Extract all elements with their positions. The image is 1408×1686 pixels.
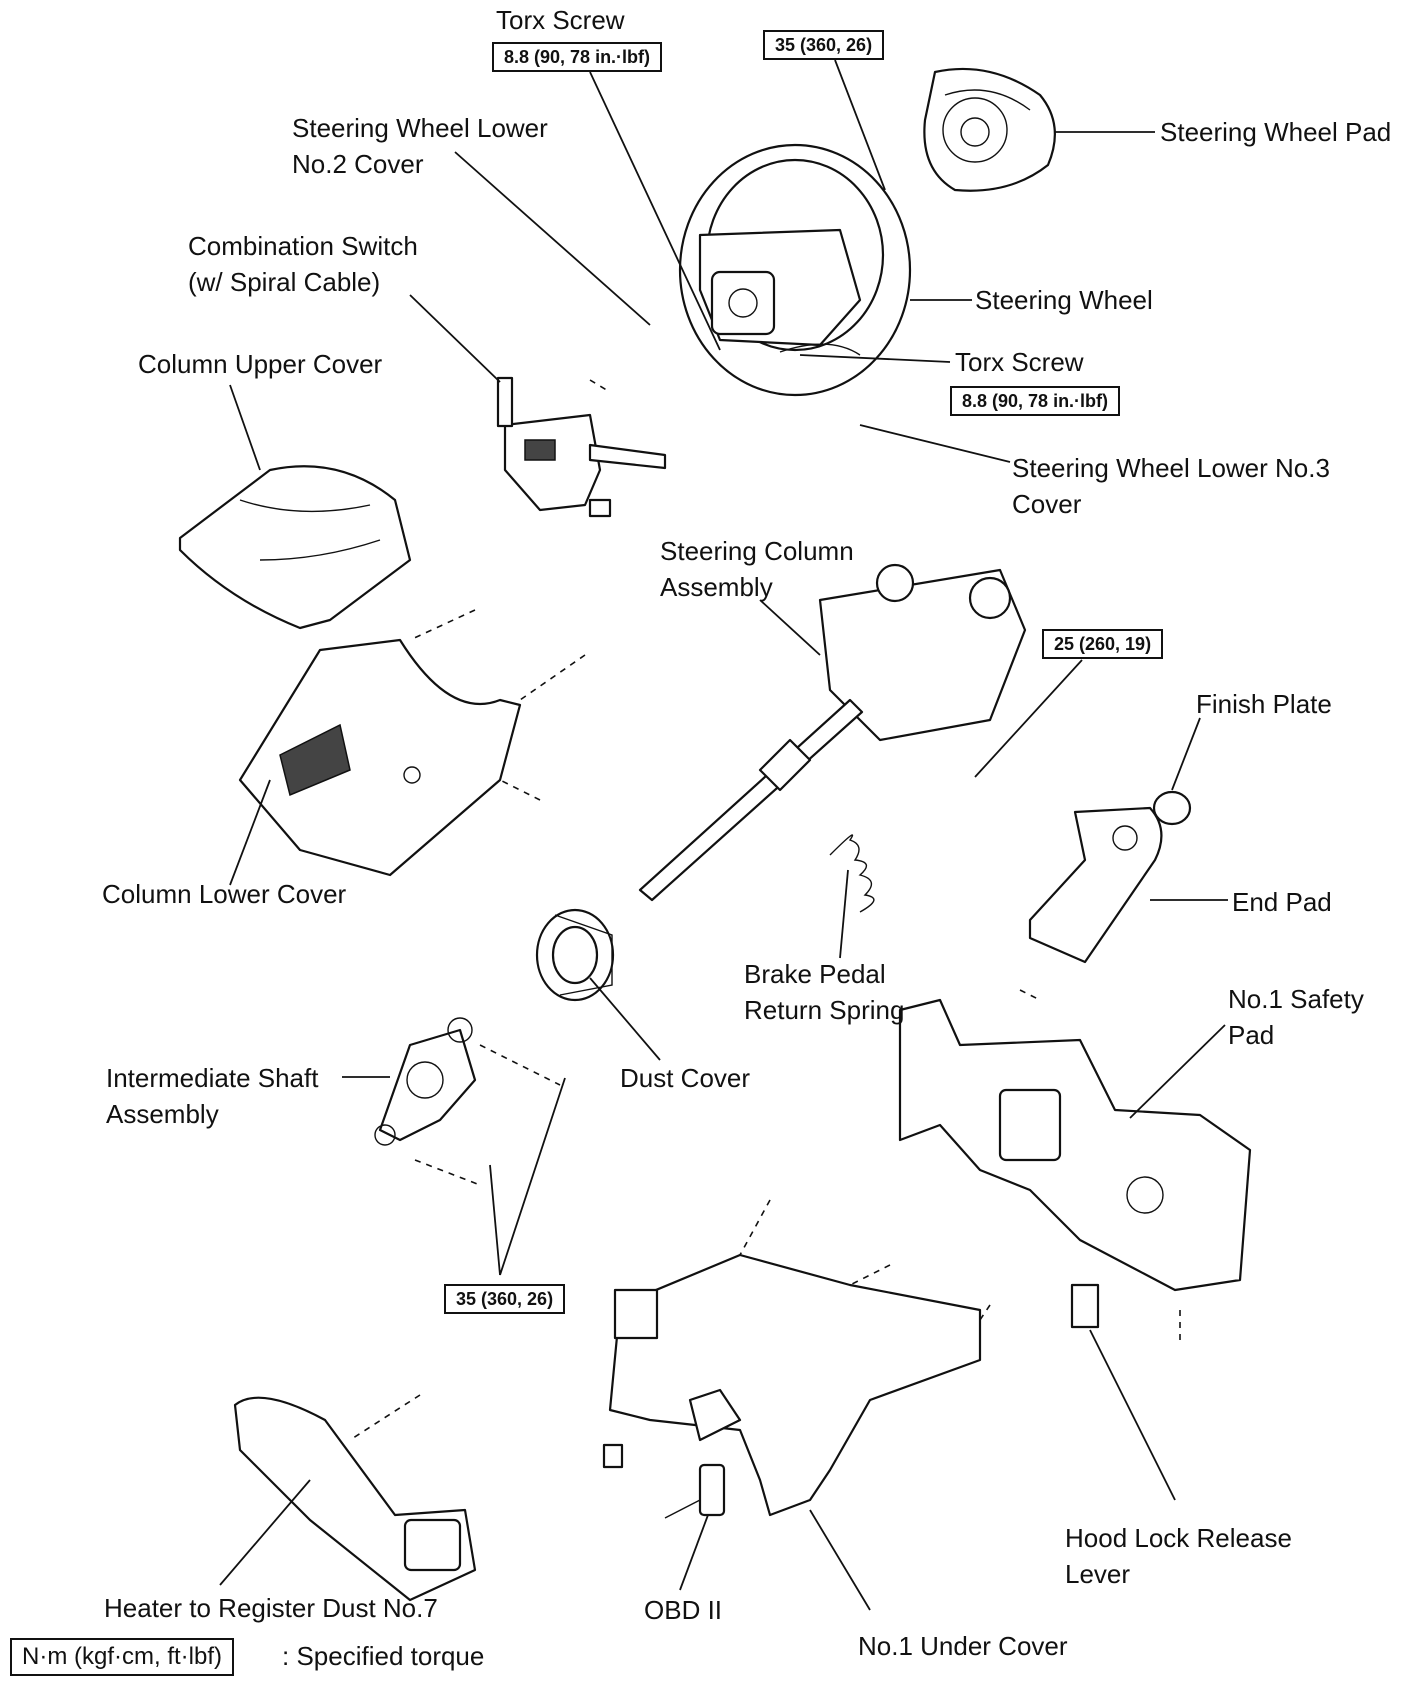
leader-lines xyxy=(219,59,1228,1611)
end-pad-drawing xyxy=(1028,806,1163,964)
combination-switch-label: Combination Switch (w/ Spiral Cable) xyxy=(188,228,418,300)
column-nut-torque: 25 (260, 19) xyxy=(1042,629,1164,659)
steering-wheel-pad-label: Steering Wheel Pad xyxy=(1160,117,1392,147)
assembly-lines xyxy=(349,379,1181,1441)
brake-pedal-return-spring-text: Brake Pedal Return Spring xyxy=(744,959,905,1025)
dust-cover-drawing xyxy=(535,908,615,1002)
obd-connector-drawing xyxy=(698,1463,726,1517)
steering-wheel-lower-no3-text: Steering Wheel Lower No.3 Cover xyxy=(1012,453,1330,519)
heater-to-register-label: Heater to Register Dust No.7 xyxy=(104,1593,438,1623)
steering-wheel-lower-no2-label: Steering Wheel Lower No.2 Cover xyxy=(292,110,548,182)
obd-label: OBD II xyxy=(644,1595,723,1625)
no1-safety-pad-text: No.1 Safety Pad xyxy=(1228,984,1364,1050)
steering-wheel-pad-drawing xyxy=(923,67,1056,192)
intermediate-torque: 35 (360, 26) xyxy=(444,1284,566,1314)
finish-plate-label: Finish Plate xyxy=(1196,689,1332,719)
heater-duct-drawing xyxy=(233,1396,477,1602)
torx-screw-top-label: Torx Screw xyxy=(496,5,625,35)
steering-column-assembly-label: Steering Column Assembly xyxy=(660,533,854,605)
column-lower-cover-label: Column Lower Cover xyxy=(102,879,347,909)
intermediate-shaft-text: Intermediate Shaft Assembly xyxy=(106,1063,319,1129)
steering-column-assembly-text: Steering Column Assembly xyxy=(660,536,854,602)
column-lower-cover-drawing xyxy=(238,638,522,877)
safety-pad-drawing xyxy=(898,998,1252,1292)
intermediate-shaft-drawing xyxy=(374,1017,477,1146)
steering-wheel-drawing xyxy=(678,143,912,397)
brake-pedal-return-spring-label: Brake Pedal Return Spring xyxy=(744,956,904,1028)
intermediate-shaft-label: Intermediate Shaft Assembly xyxy=(106,1060,318,1132)
no1-safety-pad-label: No.1 Safety Pad xyxy=(1228,981,1364,1053)
pad-nut-torque: 35 (360, 26) xyxy=(763,30,885,60)
steering-wheel-lower-no3-label: Steering Wheel Lower No.3 Cover xyxy=(1012,450,1330,522)
torque-legend-box: N·m (kgf·cm, ft·lbf) xyxy=(10,1638,234,1676)
torx-screw-mid-label: Torx Screw xyxy=(955,347,1084,377)
dust-cover-label: Dust Cover xyxy=(620,1063,751,1093)
steering-wheel-lower-no2-text: Steering Wheel Lower No.2 Cover xyxy=(292,113,548,179)
end-pad-label: End Pad xyxy=(1232,887,1332,917)
return-spring-drawing xyxy=(829,834,875,913)
torx-screw-top-torque: 8.8 (90, 78 in.·lbf) xyxy=(492,42,663,72)
combination-switch-drawing xyxy=(496,376,667,518)
no1-under-cover-label: No.1 Under Cover xyxy=(858,1631,1068,1661)
hood-lock-release-text: Hood Lock Release Lever xyxy=(1065,1523,1292,1589)
steering-wheel-label: Steering Wheel xyxy=(975,285,1153,315)
torque-legend-text: : Specified torque xyxy=(282,1641,485,1671)
column-upper-cover-drawing xyxy=(178,465,412,630)
hood-lock-release-label: Hood Lock Release Lever xyxy=(1065,1520,1292,1592)
combination-switch-text: Combination Switch (w/ Spiral Cable) xyxy=(188,231,418,297)
finish-plate-drawing xyxy=(1152,790,1192,826)
under-cover-drawing xyxy=(608,1253,982,1517)
hood-lock-lever-drawing xyxy=(1070,1283,1100,1329)
steering-column-drawing xyxy=(638,563,1027,902)
torx-screw-mid-torque: 8.8 (90, 78 in.·lbf) xyxy=(950,386,1121,416)
column-upper-cover-label: Column Upper Cover xyxy=(138,349,383,379)
